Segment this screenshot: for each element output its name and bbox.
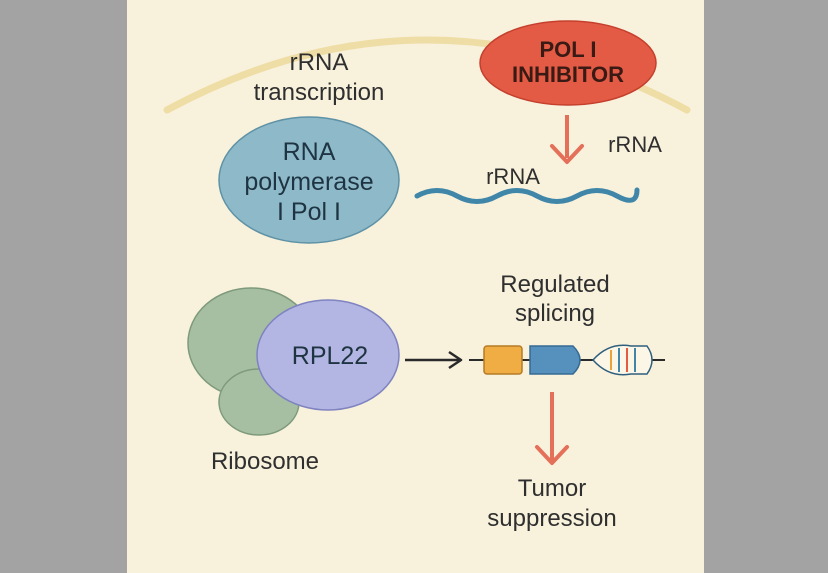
regulated-splicing-label-line2: splicing bbox=[515, 300, 595, 327]
rrna-transcription-label-line1: rRNA bbox=[290, 49, 349, 76]
pol-inhibitor-label-line2: INHIBITOR bbox=[512, 62, 624, 87]
tumor-suppression-label-line1: Tumor bbox=[518, 475, 586, 502]
pol1-label-line2: polymerase bbox=[244, 168, 373, 196]
rpl22-label: RPL22 bbox=[292, 342, 368, 370]
diagram-canvas: rRNA transcription POL I INHIBITOR rRNA … bbox=[127, 0, 704, 573]
rna-polymerase-node bbox=[218, 116, 400, 244]
pol-inhibitor-node bbox=[479, 20, 657, 106]
rpl22-node bbox=[256, 299, 400, 411]
inhibition-arrow-icon bbox=[550, 115, 584, 164]
suppression-arrow-icon bbox=[535, 392, 569, 465]
rrna-top-right-label: rRNA bbox=[608, 132, 662, 157]
tumor-suppression-label-line2: suppression bbox=[487, 505, 616, 532]
rrna-strand bbox=[414, 187, 640, 204]
pol-inhibitor-label-line1: POL I bbox=[539, 37, 596, 62]
pol1-label-line1: RNA bbox=[283, 138, 336, 166]
pathway-diagram: rRNA transcription POL I INHIBITOR rRNA … bbox=[163, 20, 691, 532]
pol1-label-line3: I Pol I bbox=[277, 198, 341, 226]
rrna-strand-label: rRNA bbox=[486, 164, 540, 189]
regulated-splicing-label-line1: Regulated bbox=[500, 271, 609, 298]
rrna-transcription-label-line2: transcription bbox=[254, 79, 385, 106]
ribosome-label: Ribosome bbox=[211, 448, 319, 475]
binding-arrow-icon bbox=[405, 350, 463, 370]
gene-construct-icon bbox=[469, 344, 665, 376]
